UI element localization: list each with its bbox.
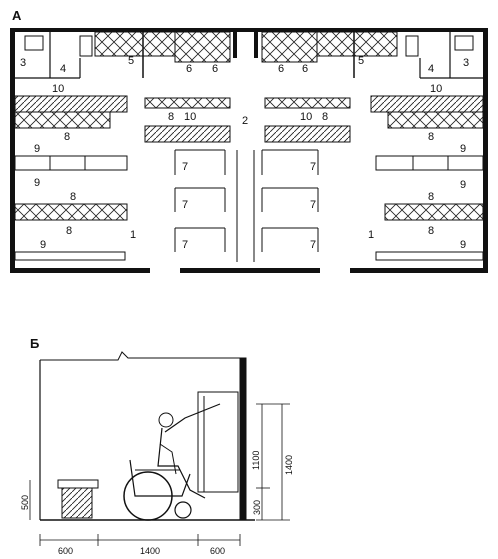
- plan-label: 10: [300, 111, 312, 123]
- plan-label: 7: [182, 161, 188, 173]
- plan-label: 9: [34, 143, 40, 155]
- section-a-label: А: [12, 8, 22, 23]
- plan-label: 5: [128, 55, 134, 67]
- plan-drawing: [10, 28, 488, 273]
- plan-label: 6: [212, 63, 218, 75]
- plan-label: 10: [52, 83, 64, 95]
- plan-label: 8: [66, 225, 72, 237]
- plan-label: 5: [358, 55, 364, 67]
- plan-label: 1: [130, 229, 136, 241]
- plan-label: 9: [460, 143, 466, 155]
- plan-label: 7: [310, 161, 316, 173]
- plan-label: 7: [182, 239, 188, 251]
- plan-label: 4: [60, 63, 66, 75]
- plan-label: 7: [310, 199, 316, 211]
- plan-label: 10: [430, 83, 442, 95]
- plan-label: 7: [310, 239, 316, 251]
- plan-label: 4: [428, 63, 434, 75]
- plan-label: 8: [428, 191, 434, 203]
- dim-500: 500: [20, 495, 30, 510]
- plan-label: 9: [460, 179, 466, 191]
- plan-label: 8: [428, 225, 434, 237]
- plan-label: 8: [70, 191, 76, 203]
- dim-1100: 1100: [251, 451, 261, 470]
- elevation-dimensions: [29, 403, 290, 546]
- plan-label: 7: [182, 199, 188, 211]
- dim-1400-horizontal: 1400: [140, 546, 160, 556]
- plan-label: 3: [20, 57, 26, 69]
- elevation-drawing: [39, 351, 255, 521]
- plan-label: 8: [428, 131, 434, 143]
- dim-600-left: 600: [58, 546, 73, 556]
- plan-labels-left: 3 4 5 6 6 10 8 9 9 8 8 9 1 2: [20, 55, 248, 251]
- plan-label: 1: [368, 229, 374, 241]
- plan-labels-right: 6 6 5 4 3 10 8 9 9 8 8 9 1: [278, 55, 469, 251]
- plan-label: 10: [184, 111, 196, 123]
- dim-600-right: 600: [210, 546, 225, 556]
- section-b-label: Б: [30, 336, 39, 351]
- plan-label: 8: [322, 111, 328, 123]
- plan-label: 9: [34, 177, 40, 189]
- plan-labels-center-right: 10 8 7 7 7: [300, 111, 328, 251]
- plan-label: 6: [278, 63, 284, 75]
- dim-300: 300: [252, 500, 262, 515]
- plan-labels-center-left: 8 10 7 7 7: [168, 111, 196, 251]
- plan-label: 3: [463, 57, 469, 69]
- plan-label: 6: [186, 63, 192, 75]
- plan-label: 8: [168, 111, 174, 123]
- plan-label: 2: [242, 115, 248, 127]
- plan-label: 9: [40, 239, 46, 251]
- plan-label: 6: [302, 63, 308, 75]
- plan-label: 9: [460, 239, 466, 251]
- plan-label: 8: [64, 131, 70, 143]
- dim-1400: 1400: [284, 455, 294, 475]
